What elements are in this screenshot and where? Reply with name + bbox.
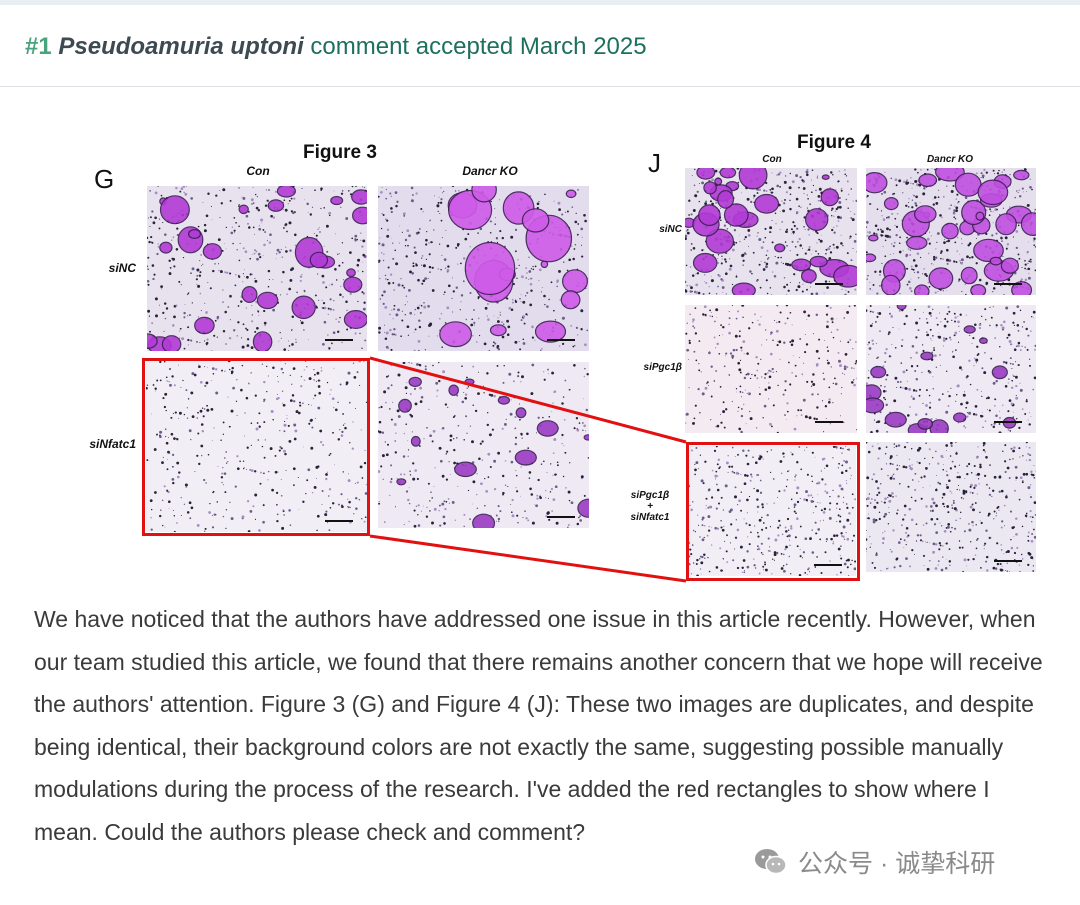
figure4-row-sipgc1b-sinfatc1: siPgc1β + siNfatc1 [630, 490, 670, 523]
figure4-row-sipgc1b: siPgc1β [643, 362, 682, 373]
micrograph-fig3-dancr-sinfatc1 [378, 362, 589, 528]
comparison-figure: Figure 3 G Con Dancr KO siNC siNfatc1 Fi… [70, 120, 1050, 590]
figure3-panel-letter: G [94, 164, 115, 194]
figure4-panel-letter: J [648, 148, 661, 178]
micrograph-texture [688, 446, 856, 576]
figure4-title: Figure 4 [797, 132, 871, 153]
micrograph-fig3-con-sinc [147, 186, 367, 351]
scale-bar [547, 516, 575, 518]
scale-bar [815, 283, 843, 285]
micrograph-fig3-con-sinfatc1 [146, 360, 367, 532]
micrograph-fig3-dancr-sinc [378, 186, 589, 351]
scale-bar [994, 421, 1022, 423]
commenter-name[interactable]: Pseudoamuria uptoni [58, 33, 304, 60]
scale-bar [325, 520, 353, 522]
micrograph-texture [378, 186, 589, 351]
figure3-row-sinc: siNC [108, 261, 136, 275]
micrograph-fig4-dancr-sipgc1b-sinfatc1 [866, 442, 1036, 572]
micrograph-texture [378, 362, 589, 528]
micrograph-texture [685, 305, 857, 433]
figure3-title: Figure 3 [303, 142, 377, 163]
comment-body: We have noticed that the authors have ad… [34, 606, 1043, 845]
micrograph-fig4-dancr-sipgc1b [866, 305, 1036, 433]
figure4-col-con: Con [762, 154, 782, 165]
scale-bar [994, 560, 1022, 562]
scale-bar [325, 339, 353, 341]
figure3-row-sinfatc1: siNfatc1 [89, 437, 136, 451]
micrograph-fig4-con-sipgc1b [685, 305, 857, 433]
figure3-col-con: Con [246, 164, 270, 178]
scale-bar [815, 421, 843, 423]
micrograph-texture [866, 168, 1036, 295]
comment-title-line: #1 Pseudoamuria uptoni comment accepted … [25, 33, 647, 61]
watermark-text: 公众号 · 诚挚科研 [798, 850, 996, 878]
watermark: 公众号 · 诚挚科研 [754, 846, 995, 878]
scale-bar [547, 339, 575, 341]
comment-header: #1 Pseudoamuria uptoni comment accepted … [0, 5, 1080, 87]
comment-status: comment accepted March 2025 [310, 33, 647, 60]
micrograph-fig4-dancr-sinc [866, 168, 1036, 295]
figure3-col-dancr: Dancr KO [462, 164, 518, 178]
figure4-row-sinc: siNC [659, 224, 682, 235]
micrograph-texture [685, 168, 857, 295]
micrograph-texture [147, 186, 367, 351]
micrograph-texture [866, 305, 1036, 433]
micrograph-texture [866, 442, 1036, 572]
figure4-col-dancr: Dancr KO [926, 154, 974, 165]
micrograph-fig4-con-sipgc1b-sinfatc1 [688, 446, 856, 576]
scale-bar [814, 564, 842, 566]
wechat-icon [755, 849, 787, 875]
micrograph-texture [146, 360, 367, 532]
top-border [0, 0, 1080, 5]
scale-bar [994, 283, 1022, 285]
connector-line-bottom [369, 534, 687, 583]
comment-number: #1 [25, 33, 52, 60]
micrograph-fig4-con-sinc [685, 168, 857, 295]
